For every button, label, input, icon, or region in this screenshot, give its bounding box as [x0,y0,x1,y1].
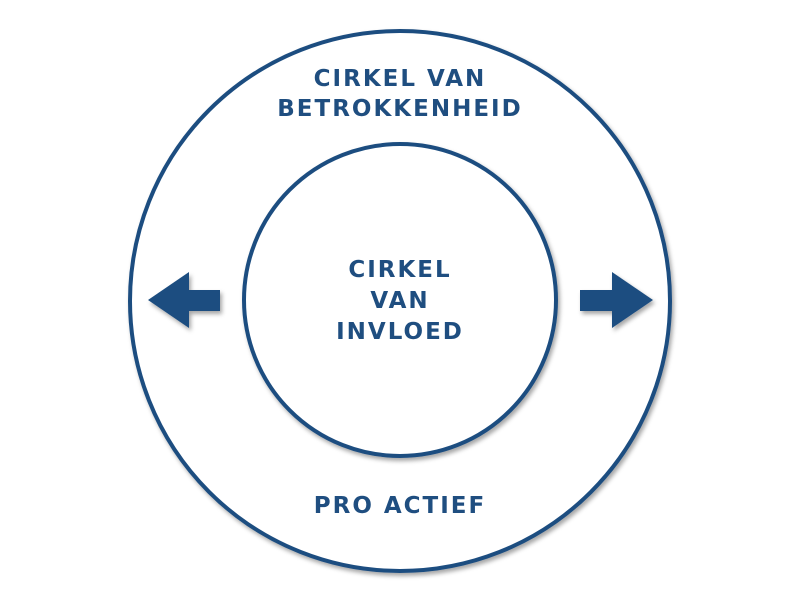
inner-label-line1: CIRKEL [348,257,451,283]
outer-bottom-label: PRO ACTIEF [314,493,486,519]
arrow-left-icon [148,272,220,328]
outer-label-line1: CIRKEL VAN [314,66,487,92]
inner-circle [242,142,558,458]
arrow-right-icon [580,272,653,328]
outer-label-line2: BETROKKENHEID [277,96,522,122]
inner-label-line3: INVLOED [336,319,464,345]
inner-label-line2: VAN [370,288,429,314]
